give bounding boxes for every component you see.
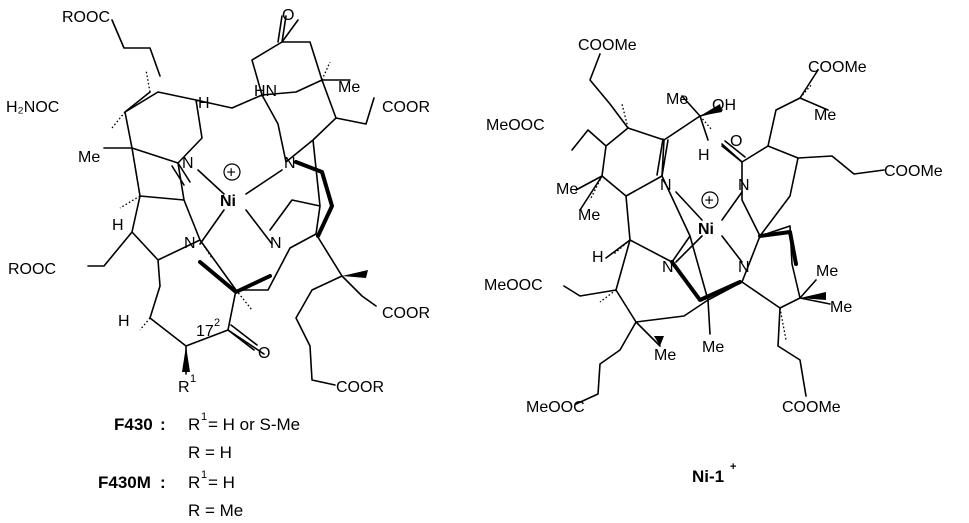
f430-me-tr: Me (338, 79, 360, 96)
f430-h-bl: H (118, 313, 130, 330)
f430-pos-17: 17 (196, 323, 214, 340)
f430m-r-line: R = Me (188, 501, 243, 520)
ni1-me-tr: Me (814, 107, 836, 124)
ni1-wedge-3 (700, 104, 722, 116)
f430-double-co-top (277, 15, 287, 43)
f430-double-co-bottom (227, 324, 258, 351)
f430-coor-r: COOR (382, 99, 430, 116)
ni1-n4: N (738, 259, 750, 276)
f430-n4: N (270, 235, 282, 252)
f430-r1-value: = H or S-Me (208, 415, 300, 434)
f430-charge-circle (223, 163, 241, 181)
f430-hn: HN (254, 83, 277, 100)
f430-ni: Ni (220, 193, 236, 210)
ni1-me-r1: Me (816, 263, 838, 280)
f430m-r1-sup-legend: 1 (201, 469, 207, 481)
ni1-coome-r: COOMe (884, 163, 943, 180)
ni1-me-b2: Me (702, 339, 724, 356)
ni1-hash-bonds (589, 83, 813, 341)
f430-rooc-top: ROOC (62, 9, 110, 26)
ni1-me-b1: Me (654, 347, 676, 364)
ni1-meooc-ml: MeOOC (484, 277, 543, 294)
f430-legend: F430 : R 1 = H or S-Me R = H F430M : R 1… (98, 411, 300, 520)
ni1-me-c: Me (666, 91, 688, 108)
f430-r1-label: R (188, 415, 200, 434)
ni1-meooc-l: MeOOC (486, 117, 545, 134)
ni1-wedge-1 (654, 336, 664, 346)
f430m-r1-value: = H (208, 473, 235, 492)
ni1-oh: OH (712, 97, 736, 114)
ni1-h-l: H (592, 249, 604, 266)
f430-r1-sup: 1 (190, 373, 196, 385)
f430-n2: N (284, 155, 296, 172)
ni1-charge: + (705, 193, 714, 210)
ni1-n3: N (662, 259, 674, 276)
f430-name: F430 (114, 415, 153, 434)
f430-colon: : (160, 415, 166, 434)
f430m-colon: : (160, 473, 166, 492)
ni1-name-sup: + (730, 461, 736, 473)
ni1-meooc-bl: MeOOC (526, 399, 585, 416)
f430-r1-sup-legend: 1 (201, 411, 207, 423)
ni1-me-r2: Me (830, 299, 852, 316)
f430-r1: R (178, 379, 190, 396)
ni1-coome-top: COOMe (578, 37, 637, 54)
ni1-name: Ni-1 (692, 467, 724, 486)
ni1-charge-circle (701, 191, 719, 209)
ni1-o: O (730, 133, 742, 150)
f430-h2noc: H₂NOC (6, 99, 59, 116)
ni1-coome-tr: COOMe (808, 59, 867, 76)
ni1-double-co (721, 140, 746, 163)
f430-h-top: H (198, 95, 210, 112)
f430-wedge-2 (342, 270, 368, 278)
f430-wedge-1 (182, 346, 190, 372)
ni1-double-cn (656, 138, 669, 177)
f430-n1: N (182, 155, 194, 172)
ni1-structure: COOMe OH Me H COOMe Me O MeOOC Me Me COO… (484, 37, 943, 416)
ni1-ni-bonds (675, 191, 743, 263)
ni1-me-l2: Me (578, 207, 600, 224)
ni1-coome-br: COOMe (782, 399, 841, 416)
f430m-name: F430M (98, 473, 151, 492)
f430-coor-br: COOR (382, 305, 430, 322)
ni1-h-c: H (698, 147, 710, 164)
ni1-me-l1: Me (556, 181, 578, 198)
f430-hash-bonds (111, 61, 331, 331)
f430-o-b: O (258, 345, 270, 362)
f430-coor-b: COOR (336, 379, 384, 396)
f430-h-l: H (112, 217, 124, 234)
ni1-bold-bonds (670, 230, 798, 302)
ni1-wedge-2 (800, 292, 826, 300)
ni1-n1: N (660, 177, 672, 194)
f430-structure: ROOC O HN Me COOR H₂NOC H Me N N Ni + H … (6, 7, 430, 396)
f430-pos-17-sup: 2 (214, 317, 220, 329)
f430-bold-bonds (198, 160, 334, 294)
f430-me-l: Me (78, 149, 100, 166)
ni1-legend: Ni-1 + (692, 461, 736, 486)
f430-rooc-l: ROOC (8, 261, 56, 278)
ni1-ni: Ni (698, 221, 714, 238)
f430-double-cn1 (171, 162, 191, 186)
ni1-n2: N (738, 177, 750, 194)
f430-n3: N (184, 235, 196, 252)
f430-ni-bonds (197, 169, 283, 245)
f430-r-line: R = H (188, 443, 232, 462)
f430m-r1-label: R (188, 473, 200, 492)
f430-o-top: O (282, 7, 294, 24)
f430-charge: + (227, 165, 236, 182)
